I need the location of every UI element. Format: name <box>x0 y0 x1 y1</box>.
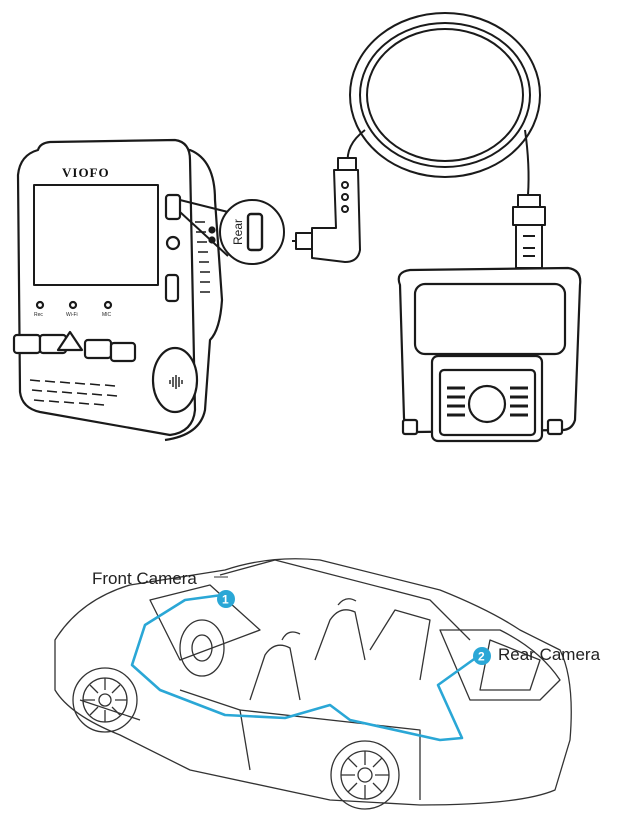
svg-text:1: 1 <box>222 593 229 607</box>
rear-port-label: Rear <box>231 219 245 245</box>
cable-connector-left <box>292 157 361 263</box>
cable-route-path <box>130 593 482 742</box>
front-dashcam <box>12 138 224 442</box>
led-label-rec: Rec <box>34 312 43 318</box>
rear-camera-cable <box>346 12 541 196</box>
rear-port-callout <box>179 199 285 265</box>
svg-text:2: 2 <box>478 650 485 664</box>
led-label-wifi: Wi-Fi <box>66 312 78 318</box>
front-camera-label: Front Camera <box>92 569 197 588</box>
brand-logo-text: VIOFO <box>62 165 110 180</box>
cable-connector-right <box>512 194 546 269</box>
rear-camera <box>397 266 582 443</box>
led-label-mic: MIC <box>102 312 112 318</box>
car-outline <box>54 558 572 810</box>
badge-1: 1 <box>217 590 235 608</box>
badge-2: 2 <box>473 647 491 665</box>
rear-camera-label: Rear Camera <box>498 645 601 664</box>
